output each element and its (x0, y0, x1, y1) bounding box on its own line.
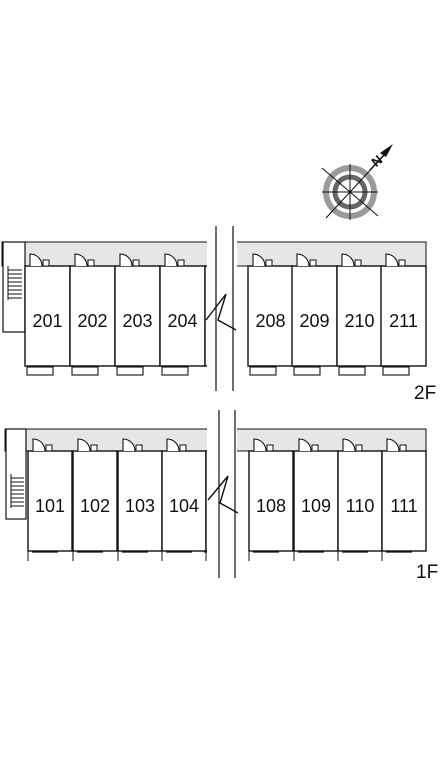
door-icon (385, 253, 399, 267)
unit-201: 201 (24, 253, 71, 376)
unit-number-label: 101 (35, 496, 65, 516)
door-icon (252, 253, 266, 267)
unit-number-label: 102 (80, 496, 110, 516)
unit-111: 111 (381, 438, 427, 561)
door-icon (298, 438, 312, 452)
door-icon (32, 438, 46, 452)
unit-number-label: 103 (125, 496, 155, 516)
door-icon (386, 438, 400, 452)
compass-icon: N (321, 144, 393, 220)
unit-109: 109 (293, 438, 339, 561)
unit-number-label: 108 (256, 496, 286, 516)
unit-104: 104 (161, 438, 207, 561)
floor-label-2f: 2F (414, 383, 436, 404)
unit-number-label: 210 (344, 311, 374, 331)
unit-number-label: 109 (301, 496, 331, 516)
floor-label-1f: 1F (416, 562, 438, 583)
unit-number-label: 104 (169, 496, 199, 516)
unit-108: 108 (248, 438, 294, 561)
door-icon (166, 438, 180, 452)
door-icon (29, 253, 43, 267)
unit-number-label: 211 (389, 311, 418, 331)
door-icon (341, 253, 355, 267)
unit-103: 103 (117, 438, 163, 561)
unit-number-label: 204 (167, 311, 197, 331)
unit-208: 208 (247, 253, 294, 376)
unit-210: 210 (336, 253, 383, 376)
unit-number-label: 110 (346, 496, 375, 516)
unit-number-label: 208 (255, 311, 285, 331)
unit-209: 209 (291, 253, 338, 376)
unit-number-label: 203 (122, 311, 152, 331)
unit-202: 202 (69, 253, 116, 376)
unit-211: 211 (380, 253, 427, 376)
door-icon (74, 253, 88, 267)
door-icon (342, 438, 356, 452)
unit-number-label: 201 (32, 311, 62, 331)
door-icon (296, 253, 310, 267)
door-icon (164, 253, 178, 267)
break-marker-icon (205, 226, 239, 578)
door-icon (122, 438, 136, 452)
door-icon (119, 253, 133, 267)
door-icon (77, 438, 91, 452)
unit-number-label: 209 (299, 311, 329, 331)
unit-102: 102 (72, 438, 118, 561)
unit-110: 110 (337, 438, 383, 561)
unit-number-label: 111 (390, 496, 417, 516)
door-icon (253, 438, 267, 452)
unit-number-label: 202 (77, 311, 107, 331)
floor-1f-plan: 101 102 103 104 108 109 110 111 (4, 428, 427, 561)
unit-101: 101 (27, 438, 73, 561)
unit-204: 204 (159, 253, 206, 376)
unit-203: 203 (114, 253, 161, 376)
